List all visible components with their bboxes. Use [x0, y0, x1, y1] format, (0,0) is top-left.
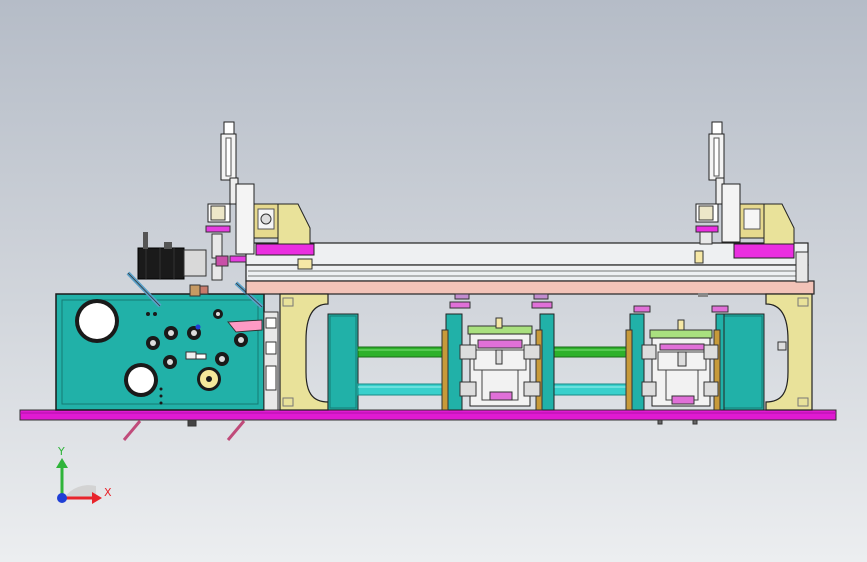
small-connector: [185, 284, 209, 360]
guide-arms: [126, 271, 264, 309]
indicator-dots: [146, 312, 201, 405]
base-feet: [122, 419, 698, 441]
base-plate: [19, 409, 837, 421]
right-teal-block: [721, 313, 765, 411]
left-support-bracket: [279, 293, 329, 411]
yellow-roller: [197, 367, 221, 391]
left-carriage: [205, 121, 315, 281]
coordinate-triad: Y X: [56, 445, 112, 504]
linear-rail-frame: [245, 242, 815, 295]
control-box: [55, 284, 265, 411]
right-support-bracket: [765, 293, 813, 411]
stepper-motor: [137, 232, 207, 280]
z-axis-dot: [57, 493, 67, 503]
right-carriage: [695, 121, 795, 259]
large-dial: [75, 299, 119, 343]
left-teal-block: [327, 313, 359, 411]
x-axis-label: X: [104, 486, 112, 499]
guide-plate: [227, 319, 263, 333]
small-dial: [124, 363, 158, 397]
tensioner-post: [263, 311, 279, 411]
left-roller-module: [441, 301, 555, 411]
knob: [146, 309, 248, 369]
frame-fittings: [454, 293, 708, 300]
right-roller-module: [625, 305, 729, 411]
triad-swoosh: [64, 485, 96, 498]
y-axis-label: Y: [57, 445, 65, 458]
